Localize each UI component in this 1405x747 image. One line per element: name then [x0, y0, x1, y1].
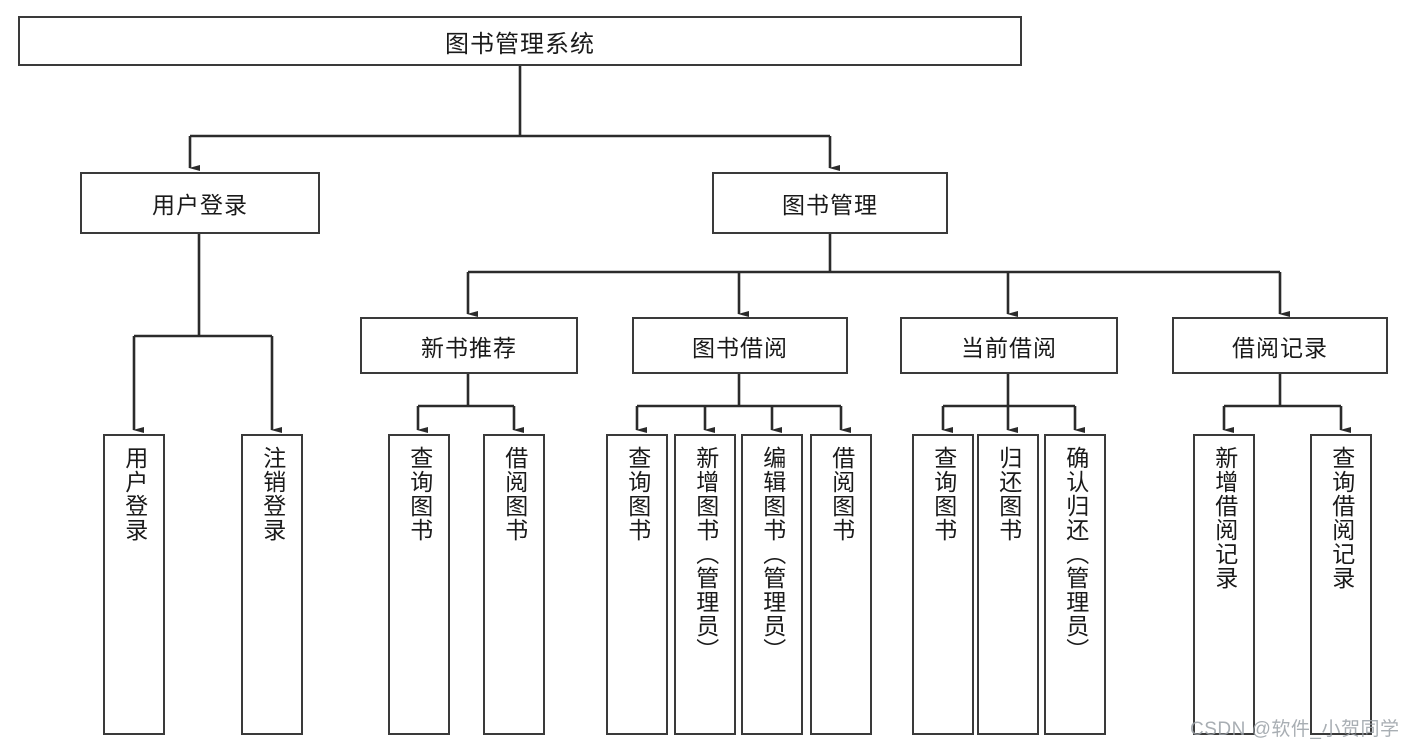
node-label: 借阅图书 — [501, 446, 528, 542]
leaf-query-borrow-record[interactable]: 查询借阅记录 — [1310, 434, 1372, 735]
node-label: 查询图书 — [930, 446, 957, 542]
node-user-login[interactable]: 用户登录 — [80, 172, 320, 234]
leaf-edit-book-admin[interactable]: 编辑图书（管理员） — [741, 434, 803, 735]
node-current-borrow[interactable]: 当前借阅 — [900, 317, 1118, 374]
node-label: 用户登录 — [121, 446, 148, 542]
node-label: 用户登录 — [152, 192, 248, 218]
node-label: 确认归还（管理员） — [1062, 446, 1089, 662]
node-label: 新书推荐 — [421, 334, 517, 361]
node-label: 当前借阅 — [961, 334, 1057, 361]
node-label: 编辑图书（管理员） — [759, 446, 786, 662]
node-label: 查询图书 — [624, 446, 651, 542]
leaf-borrow-book-new-recommend[interactable]: 借阅图书 — [483, 434, 545, 735]
node-book-management[interactable]: 图书管理 — [712, 172, 948, 234]
node-label: 查询借阅记录 — [1328, 446, 1355, 590]
node-label: 归还图书 — [995, 446, 1022, 542]
node-borrow-record[interactable]: 借阅记录 — [1172, 317, 1388, 374]
leaf-return-book[interactable]: 归还图书 — [977, 434, 1039, 735]
node-label: 图书管理系统 — [445, 30, 595, 58]
node-book-management-system[interactable]: 图书管理系统 — [18, 16, 1022, 66]
leaf-borrow-book[interactable]: 借阅图书 — [810, 434, 872, 735]
node-label: 图书借阅 — [692, 334, 788, 361]
node-label: 新增图书（管理员） — [692, 446, 719, 662]
node-new-book-recommend[interactable]: 新书推荐 — [360, 317, 578, 374]
leaf-query-book-new-recommend[interactable]: 查询图书 — [388, 434, 450, 735]
csdn-watermark: CSDN @软件_小贺同学 — [1190, 719, 1400, 740]
leaf-logout-login[interactable]: 注销登录 — [241, 434, 303, 735]
leaf-user-login[interactable]: 用户登录 — [103, 434, 165, 735]
leaf-query-book-borrow[interactable]: 查询图书 — [606, 434, 668, 735]
node-label: 借阅记录 — [1232, 334, 1328, 361]
leaf-add-borrow-record[interactable]: 新增借阅记录 — [1193, 434, 1255, 735]
node-label: 借阅图书 — [828, 446, 855, 542]
node-label: 注销登录 — [259, 446, 286, 542]
node-book-borrow[interactable]: 图书借阅 — [632, 317, 848, 374]
node-label: 查询图书 — [406, 446, 433, 542]
node-label: 新增借阅记录 — [1211, 446, 1238, 590]
node-label: 图书管理 — [782, 192, 878, 218]
leaf-query-book-current[interactable]: 查询图书 — [912, 434, 974, 735]
leaf-confirm-return-admin[interactable]: 确认归还（管理员） — [1044, 434, 1106, 735]
leaf-add-book-admin[interactable]: 新增图书（管理员） — [674, 434, 736, 735]
